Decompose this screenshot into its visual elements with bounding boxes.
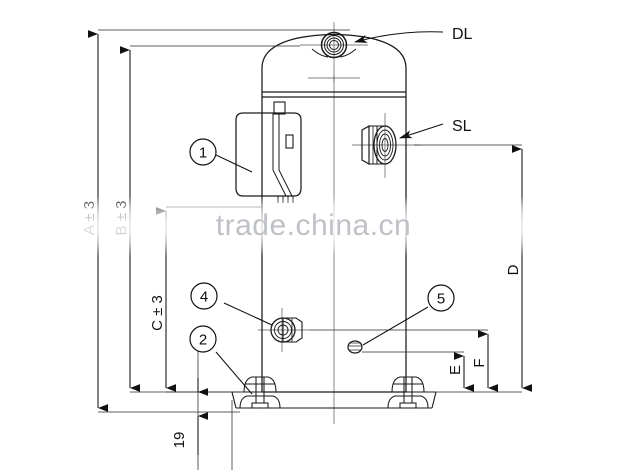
callout-bubble-5: 5 <box>427 284 455 312</box>
callout-2-circle <box>189 325 217 353</box>
extension-lines <box>98 29 522 470</box>
sl-face-ring-3 <box>379 133 391 157</box>
suction-line-label: SL <box>452 118 472 135</box>
oil-drain-plug <box>347 340 363 354</box>
port-text-labels: DL SL <box>452 26 473 135</box>
dl-outer-ring <box>320 31 348 59</box>
dl-boss-right-blend <box>339 48 357 58</box>
terminal-box-knockout-top <box>273 101 286 115</box>
leader-sl <box>399 123 444 139</box>
callout-bubble-2: 2 <box>189 325 217 353</box>
callout-5-circle <box>427 284 455 312</box>
leader-lines <box>215 31 444 395</box>
callout-1-label: 1 <box>199 145 207 162</box>
oil-port-outer-ring <box>270 317 296 343</box>
terminal-box-fold-2 <box>278 113 293 197</box>
foot-left-base-pad <box>239 395 281 409</box>
leader-callout-1 <box>215 154 253 173</box>
sl-face-ring-2 <box>376 129 394 161</box>
foot-right-nut <box>399 402 417 409</box>
leader-callout-4 <box>223 302 273 326</box>
callout-4-circle <box>190 282 218 310</box>
base-plate-right-edge <box>431 391 437 409</box>
dimension-label-b: B ± 3 <box>113 201 130 236</box>
dl-ring-2 <box>324 35 344 55</box>
terminal-box-knockout-side <box>285 134 294 149</box>
oil-port-fitting <box>270 317 303 343</box>
terminal-box-shell <box>235 112 302 197</box>
dimension-label-base-height: 19 <box>171 432 188 449</box>
sl-bore <box>381 138 389 152</box>
oil-port-ring-2 <box>274 321 292 339</box>
leader-callout-5 <box>362 306 429 346</box>
foot-left-nut <box>251 402 269 409</box>
dimension-label-c: C ± 3 <box>149 295 166 331</box>
discharge-line-label: DL <box>452 26 473 43</box>
foot-right-base-pad <box>387 395 429 409</box>
callout-bubble-4: 4 <box>190 282 218 310</box>
suction-line-port <box>361 124 397 166</box>
dimension-label-f: F <box>471 358 488 367</box>
callout-2-label: 2 <box>199 332 207 349</box>
dimension-label-d: D <box>505 264 522 275</box>
terminal-box-fold-1 <box>272 113 287 197</box>
callout-5-label: 5 <box>437 291 445 308</box>
foot-right-grommet-dome <box>391 376 425 393</box>
callout-1-circle <box>189 138 217 166</box>
terminal-box <box>235 101 302 203</box>
centrelines <box>258 22 420 424</box>
discharge-line-port <box>311 31 357 59</box>
dimension-label-e: E <box>447 365 464 375</box>
callout-4-label: 4 <box>200 289 208 306</box>
base-plate-left-edge <box>231 391 237 409</box>
dl-ring-3 <box>326 37 342 53</box>
callout-bubble-1: 1 <box>189 138 217 166</box>
callout-bubbles: 1 4 2 5 <box>189 138 455 353</box>
plug-body <box>347 340 363 354</box>
mounting-foot-right <box>387 376 429 409</box>
leader-dl <box>354 31 444 43</box>
leader-callout-2 <box>215 351 253 395</box>
oil-port-bore <box>277 324 289 336</box>
dl-bore <box>329 40 339 50</box>
dl-boss-left-blend <box>311 48 329 58</box>
dimension-label-a: A ± 3 <box>81 201 98 235</box>
